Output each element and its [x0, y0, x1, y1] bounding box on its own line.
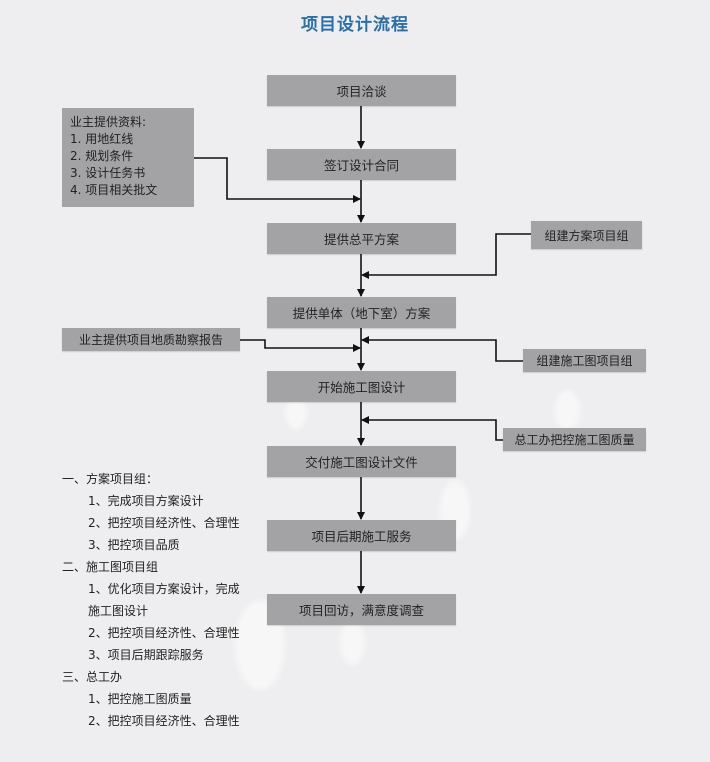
connector-scheme-team [361, 233, 531, 279]
note-item: 2、把控项目经济性、合理性 [88, 516, 240, 530]
step-project-negotiation: 项目洽谈 [267, 75, 456, 106]
note-heading: 一、方案项目组： [62, 472, 159, 486]
note-item: 1、优化项目方案设计，完成 [88, 582, 240, 596]
bokeh-decoration [340, 620, 365, 665]
note-item: 施工图设计 [88, 604, 149, 618]
step-revisit-survey: 项目回访，满意度调查 [267, 594, 456, 625]
construction-team-box: 组建施工图项目组 [523, 349, 646, 372]
note-item: 3、把控项目品质 [88, 538, 180, 552]
note-heading: 三、总工办 [62, 670, 123, 684]
bokeh-decoration [555, 390, 580, 430]
step-building-scheme: 提供单体（地下室）方案 [267, 297, 456, 328]
connector-chief-office [361, 416, 503, 441]
chief-office-box: 总工办把控施工图质量 [503, 428, 646, 451]
note-item: 3、项目后期跟踪服务 [88, 648, 204, 662]
step-start-construction-drawing: 开始施工图设计 [267, 371, 456, 402]
owner-material-item: 3. 设计任务书 [70, 166, 146, 180]
team-responsibilities: 一、方案项目组： 1、完成项目方案设计 2、把控项目经济性、合理性 3、把控项目… [62, 468, 240, 732]
scheme-team-box: 组建方案项目组 [531, 221, 642, 249]
note-item: 2、把控项目经济性、合理性 [88, 714, 240, 728]
note-item: 2、把控项目经济性、合理性 [88, 626, 240, 640]
owner-material-item: 2. 规划条件 [70, 149, 134, 163]
connector-construction-team [361, 336, 523, 362]
page-title: 项目设计流程 [301, 15, 409, 35]
note-item: 1、把控施工图质量 [88, 692, 192, 706]
owner-materials-heading: 业主提供资料: [70, 115, 147, 129]
owner-material-item: 4. 项目相关批文 [70, 183, 158, 197]
bokeh-decoration [285, 395, 307, 429]
geo-report-box: 业主提供项目地质勘察报告 [62, 328, 240, 351]
note-heading: 二、施工图项目组 [62, 560, 159, 574]
step-deliver-drawings: 交付施工图设计文件 [267, 446, 456, 477]
connector-owner-materials [194, 157, 361, 203]
note-item: 1、完成项目方案设计 [88, 494, 204, 508]
step-master-plan: 提供总平方案 [267, 223, 456, 254]
step-construction-service: 项目后期施工服务 [267, 520, 456, 551]
owner-material-item: 1. 用地红线 [70, 132, 134, 146]
step-sign-contract: 签订设计合同 [267, 149, 456, 180]
connector-geo-report [240, 339, 361, 352]
owner-materials-box: 业主提供资料: 1. 用地红线 2. 规划条件 3. 设计任务书 4. 项目相关… [62, 108, 194, 207]
